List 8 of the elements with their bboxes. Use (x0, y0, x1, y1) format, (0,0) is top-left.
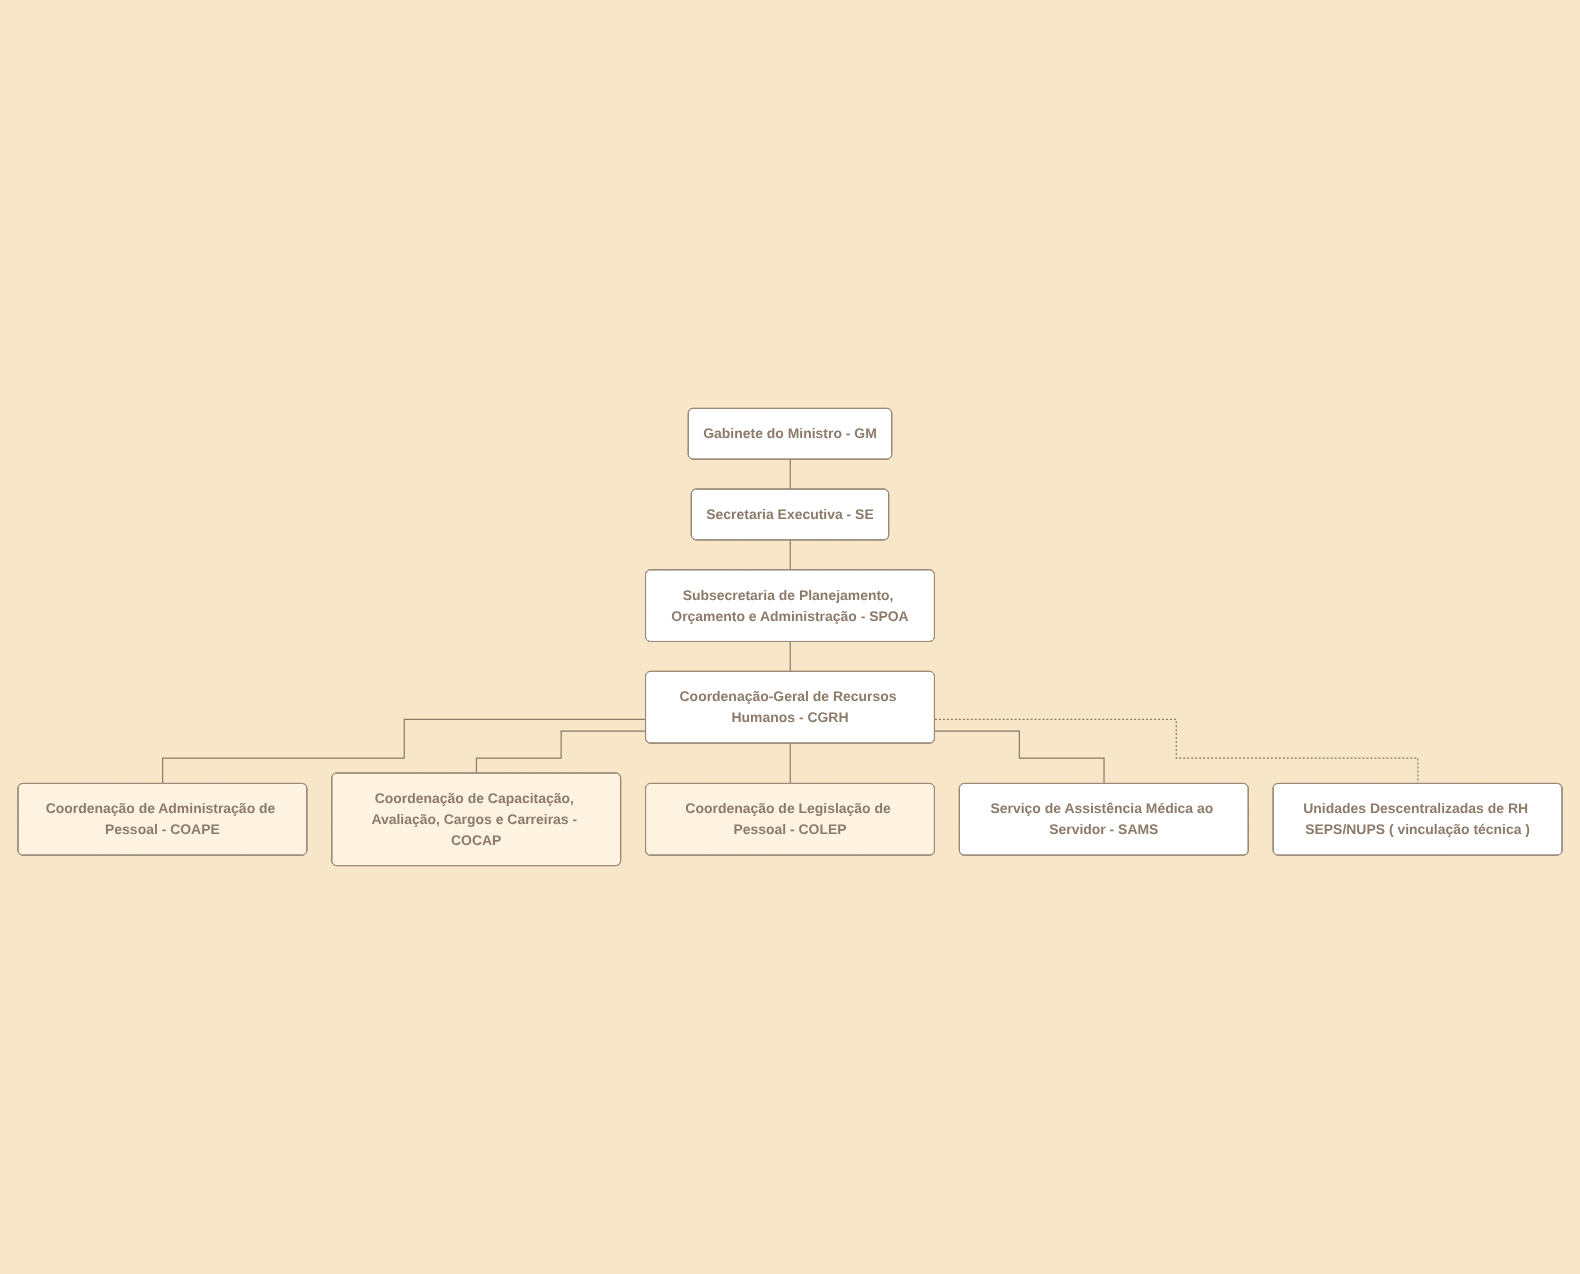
connector (475, 730, 647, 775)
connector (162, 718, 647, 785)
connector (789, 743, 792, 785)
connector (934, 718, 1419, 785)
connector (789, 641, 792, 673)
connector (789, 539, 792, 571)
connector (934, 730, 1105, 785)
connector (789, 459, 792, 491)
